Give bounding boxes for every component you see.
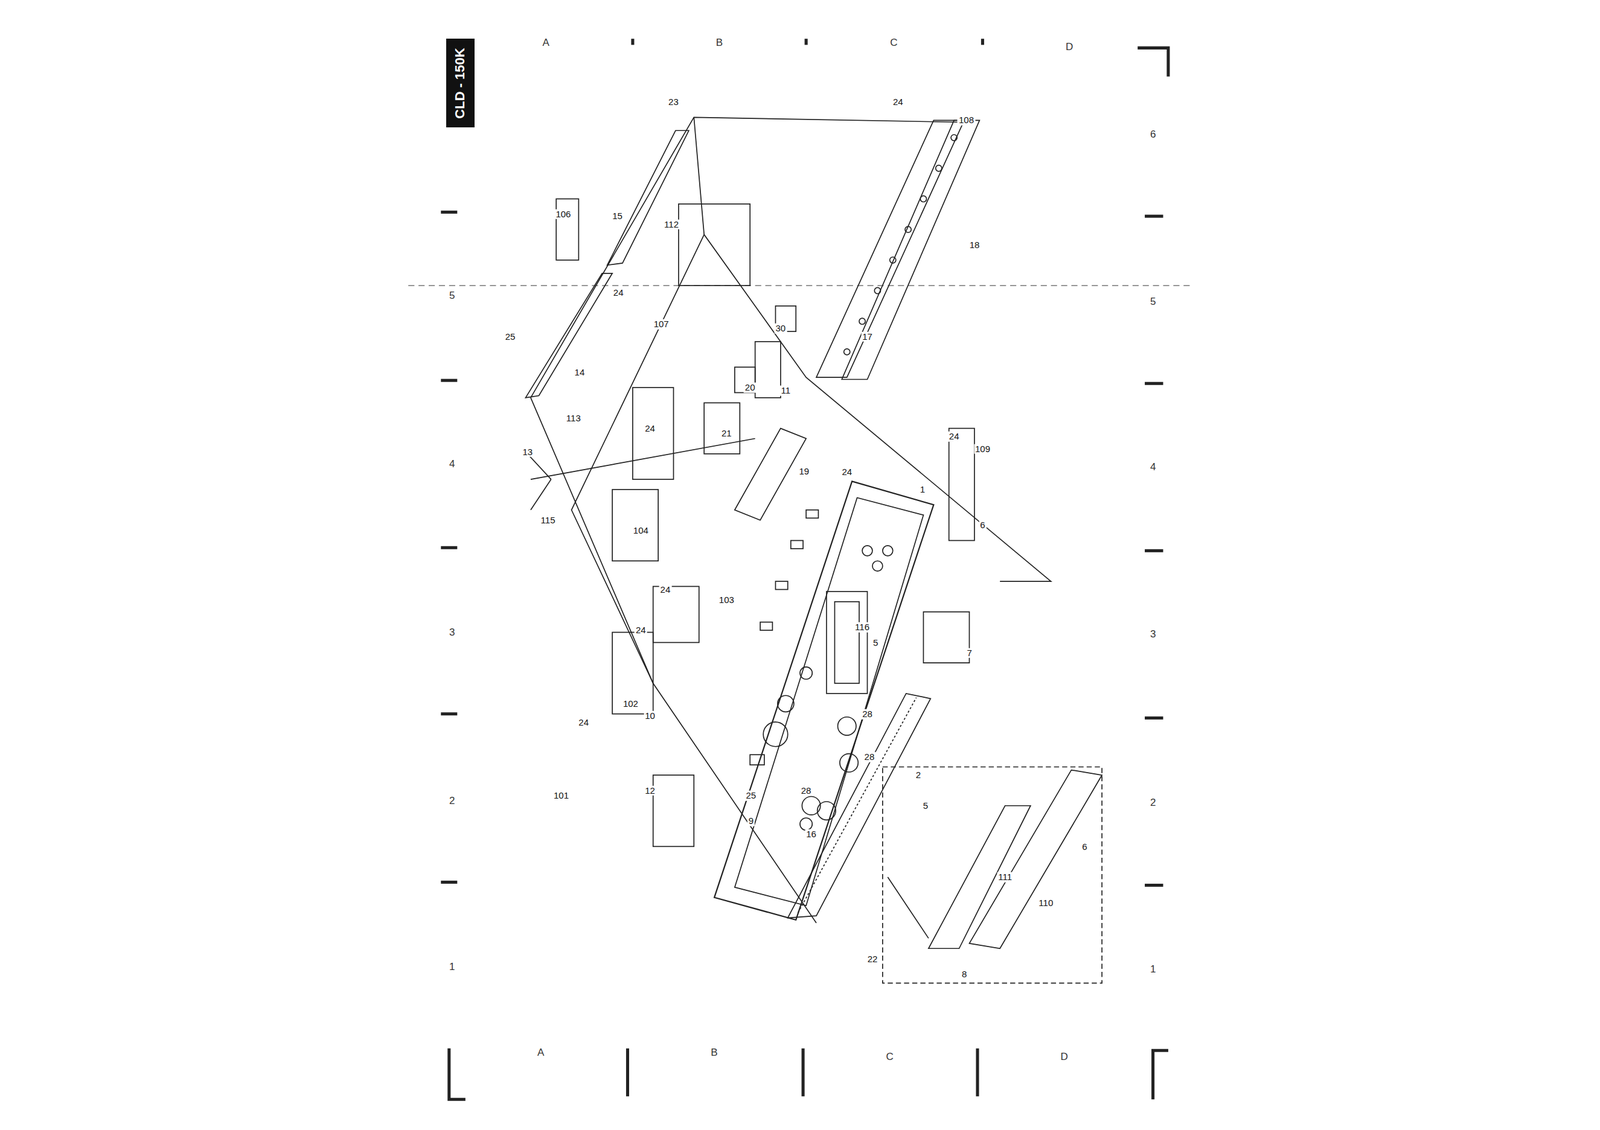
callout-number: 104 xyxy=(632,525,650,537)
callout-number: 22 xyxy=(866,953,880,965)
callout-number: 7 xyxy=(965,647,973,659)
callout-number: 5 xyxy=(871,637,880,648)
callout-number: 15 xyxy=(611,211,624,222)
callout-number: 116 xyxy=(853,622,871,633)
callout-number: 108 xyxy=(957,115,976,126)
grid-reference: 5 xyxy=(1148,296,1157,308)
callout-number: 13 xyxy=(521,446,534,458)
callout-number: 17 xyxy=(860,331,874,342)
callout-number: 24 xyxy=(840,467,854,478)
grid-marks xyxy=(440,38,1169,1100)
callout-number: 6 xyxy=(1080,841,1088,852)
callout-number: 107 xyxy=(652,319,671,330)
callout-number: 101 xyxy=(552,790,570,802)
callout-number: 106 xyxy=(554,209,572,220)
callout-number: 102 xyxy=(621,699,640,710)
grid-reference: 4 xyxy=(448,458,456,471)
callout-number: 19 xyxy=(797,466,811,477)
grid-reference: 1 xyxy=(448,961,456,974)
callout-number: 28 xyxy=(863,752,877,763)
callout-number: 8 xyxy=(960,969,968,980)
callout-number: 115 xyxy=(539,515,557,526)
callout-number: 25 xyxy=(745,790,758,802)
callout-number: 30 xyxy=(774,323,788,334)
callout-number: 112 xyxy=(662,219,680,231)
callout-number: 24 xyxy=(577,717,590,728)
callout-number: 1 xyxy=(918,484,927,496)
callout-number: 24 xyxy=(947,431,961,442)
callout-number: 24 xyxy=(659,585,672,596)
grid-reference: A xyxy=(541,37,551,49)
callout-number: 12 xyxy=(643,786,657,797)
grid-reference: 6 xyxy=(1148,129,1157,141)
callout-number: 10 xyxy=(643,711,657,722)
callout-number: 28 xyxy=(860,709,874,720)
grid-reference: C xyxy=(885,1051,895,1064)
grid-reference: D xyxy=(1064,41,1075,53)
grid-reference: 1 xyxy=(1148,963,1157,976)
callout-number: 9 xyxy=(747,816,755,827)
grid-reference: 3 xyxy=(448,626,456,639)
grid-reference: B xyxy=(714,37,724,49)
callout-number: 111 xyxy=(996,872,1014,883)
callout-number: 21 xyxy=(720,428,733,439)
grid-reference: C xyxy=(888,37,899,49)
callout-number: 110 xyxy=(1037,897,1055,909)
callout-number: 5 xyxy=(921,801,930,812)
callout-number: 25 xyxy=(504,331,517,342)
grid-reference: B xyxy=(709,1047,719,1060)
grid-reference: 4 xyxy=(1148,461,1157,474)
callout-number: 14 xyxy=(573,367,587,378)
callout-number: 24 xyxy=(891,97,905,108)
grid-reference: 3 xyxy=(1148,629,1157,641)
model-name: CLD - 150K xyxy=(452,47,468,119)
callout-number: 18 xyxy=(968,239,982,250)
grid-reference: A xyxy=(536,1047,546,1060)
callout-number: 16 xyxy=(804,829,818,840)
callout-number: 24 xyxy=(634,625,648,636)
callout-number: 6 xyxy=(978,520,986,531)
grid-reference: D xyxy=(1059,1051,1070,1064)
callout-number: 113 xyxy=(565,413,583,424)
callout-number: 11 xyxy=(780,385,793,397)
callout-number: 20 xyxy=(743,382,757,394)
grid-reference: 2 xyxy=(448,795,456,807)
callout-number: 109 xyxy=(973,443,992,455)
callout-number: 24 xyxy=(643,423,657,435)
callout-number: 2 xyxy=(914,770,922,781)
callout-number: 28 xyxy=(800,786,813,797)
grid-reference: 2 xyxy=(1148,797,1157,810)
callout-number: 103 xyxy=(717,595,736,606)
grid-reference: 5 xyxy=(448,290,456,302)
callout-number: 24 xyxy=(612,288,625,299)
callout-number: 23 xyxy=(667,97,680,108)
model-badge: CLD - 150K xyxy=(446,38,475,128)
